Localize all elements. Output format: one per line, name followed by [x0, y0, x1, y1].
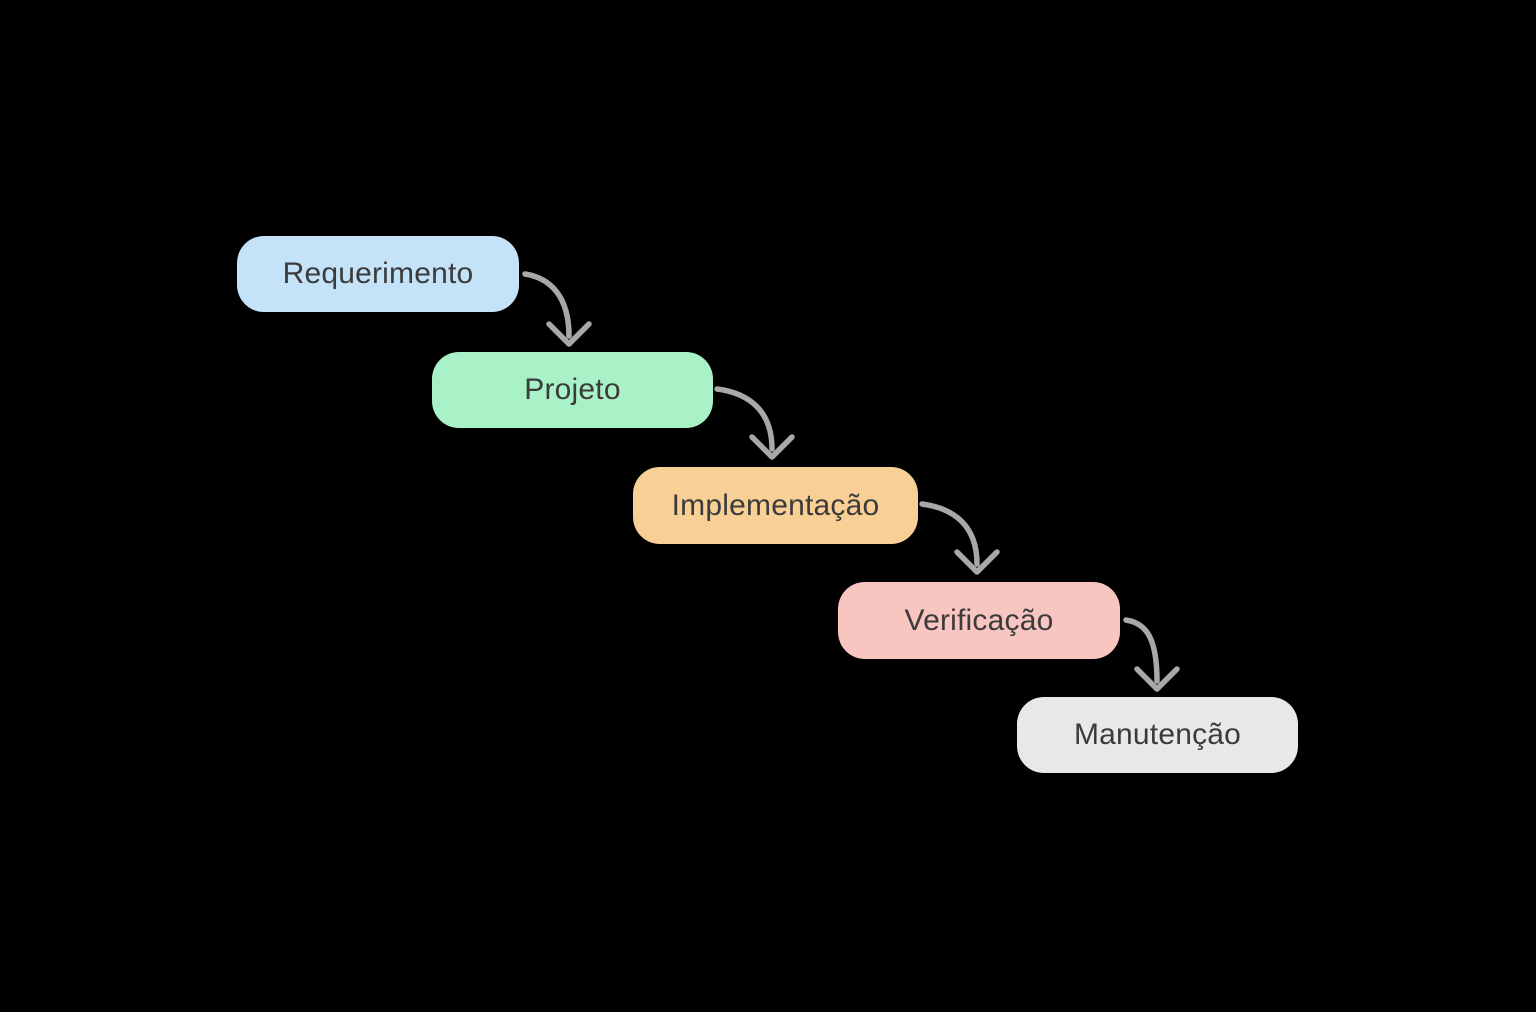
stage-label-requerimento: Requerimento [282, 257, 474, 290]
stage-label-implementacao: Implementação [671, 488, 880, 522]
stage-box-projeto: Projeto [432, 352, 713, 428]
stage-box-verificacao: Verificação [838, 582, 1120, 659]
stage-label-projeto: Projeto [524, 373, 621, 406]
stage-box-manutencao: Manutenção [1017, 697, 1298, 773]
arrow-down-icon-implementacao-to-verificacao [919, 501, 1000, 575]
stage-label-verificacao: Verificação [904, 603, 1054, 637]
stage-box-requerimento: Requerimento [237, 236, 519, 312]
arrow-down-icon-projeto-to-implementacao [714, 386, 795, 460]
arrow-down-icon-requerimento-to-projeto [522, 271, 592, 347]
arrow-down-icon-verificacao-to-manutencao [1123, 617, 1180, 692]
stage-label-manutencao: Manutenção [1073, 718, 1242, 751]
stage-box-implementacao: Implementação [633, 467, 918, 544]
